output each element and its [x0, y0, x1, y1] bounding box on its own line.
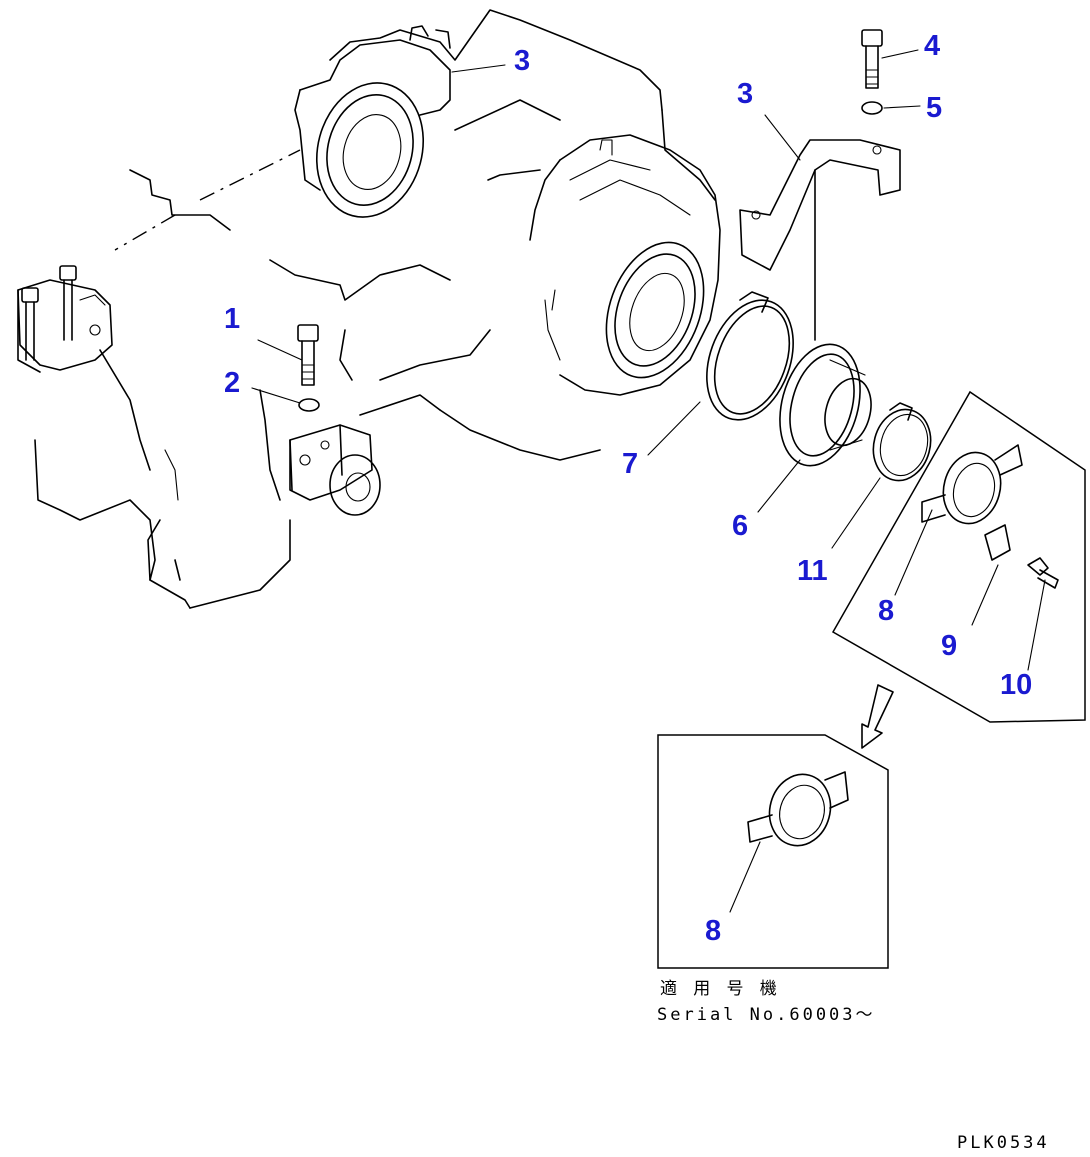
callout-7: 7: [622, 448, 638, 480]
applicability-label: 適 用 号 機: [660, 979, 780, 999]
callout-4: 4: [924, 30, 940, 62]
transmission-housing: [34, 9, 721, 609]
clamp-band-7: [706, 291, 794, 421]
plate-9: [984, 524, 1011, 561]
left-end-bracket: [17, 265, 113, 373]
clamp-11: [872, 402, 932, 482]
mount-block: [289, 424, 381, 516]
cover-8: [921, 444, 1023, 525]
kit-frame: [831, 390, 1086, 723]
washer-2: [298, 398, 320, 412]
callout-labels: 1 2 3 3 4 5 6 7 8 8 9 10 11: [224, 30, 1032, 947]
callout-3-housing: 3: [514, 45, 530, 77]
bolt-1: [297, 324, 319, 386]
upper-bearing-flange: [294, 25, 451, 218]
callout-3-bracket: 3: [737, 78, 753, 110]
callout-2: 2: [224, 367, 240, 399]
leader-lines: [251, 49, 1046, 913]
callout-6: 6: [732, 510, 748, 542]
bolt-4: [861, 29, 883, 89]
serial-inset-frame: [657, 734, 889, 969]
callout-8-serial: 8: [705, 915, 721, 947]
callout-8-kit: 8: [878, 595, 894, 627]
cover-8-later: [747, 771, 849, 847]
bolt-10: [1027, 557, 1059, 589]
callout-11: 11: [797, 555, 828, 587]
boot-seal-6: [779, 343, 872, 467]
callout-1: 1: [224, 303, 240, 335]
serial-range: Serial No.60003〜: [657, 1005, 876, 1025]
washer-5: [861, 101, 883, 115]
callout-10: 10: [1000, 669, 1032, 701]
drawing-code: PLK0534: [957, 1133, 1050, 1153]
callout-5: 5: [926, 92, 942, 124]
detail-arrow: [861, 684, 894, 749]
callout-9: 9: [941, 630, 957, 662]
bracket-3: [739, 139, 901, 341]
